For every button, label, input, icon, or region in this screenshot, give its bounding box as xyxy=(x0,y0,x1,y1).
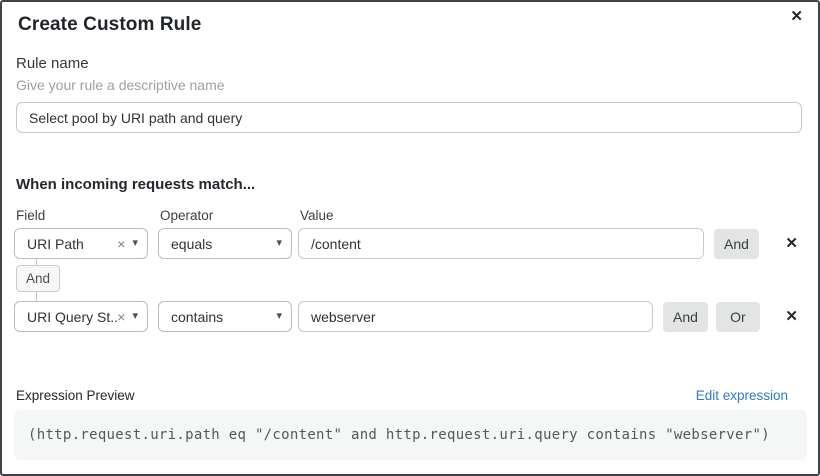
match-section-heading: When incoming requests match... xyxy=(16,176,256,193)
chevron-down-icon: ▾ xyxy=(132,310,138,322)
edit-expression-link[interactable]: Edit expression xyxy=(695,388,788,403)
clear-icon[interactable]: × xyxy=(117,235,126,252)
value-column-label: Value xyxy=(300,208,334,223)
field-select-value: URI Query St... xyxy=(27,308,118,325)
connector-line xyxy=(36,259,37,265)
close-icon[interactable]: ✕ xyxy=(790,8,803,25)
field-select-value: URI Path xyxy=(27,235,84,252)
operator-select-value: contains xyxy=(171,308,224,325)
operator-column-label: Operator xyxy=(160,208,214,223)
rule-name-input[interactable] xyxy=(16,102,802,133)
or-button[interactable]: Or xyxy=(715,301,760,332)
expression-preview-label: Expression Preview xyxy=(16,388,135,403)
operator-select[interactable]: contains ▾ xyxy=(158,301,292,332)
rule-name-section: Rule name Give your rule a descriptive n… xyxy=(16,55,806,133)
operator-select[interactable]: equals ▾ xyxy=(158,228,292,259)
operator-select-value: equals xyxy=(171,235,213,252)
field-select[interactable]: URI Path × ▾ xyxy=(14,228,148,259)
rule-row: URI Query St... × ▾ contains ▾ And Or ✕ xyxy=(14,301,806,332)
chevron-down-icon: ▾ xyxy=(276,310,282,322)
chevron-down-icon: ▾ xyxy=(276,237,282,249)
rule-builder-column-labels: Field Operator Value xyxy=(16,208,806,223)
and-button[interactable]: And xyxy=(714,228,759,259)
rule-name-helper-text: Give your rule a descriptive name xyxy=(16,77,225,93)
and-connector-badge: And xyxy=(16,265,60,292)
page-title: Create Custom Rule xyxy=(18,14,202,35)
value-input[interactable] xyxy=(298,228,704,259)
chevron-down-icon: ▾ xyxy=(132,237,138,249)
field-column-label: Field xyxy=(16,208,46,223)
expression-preview-header: Expression Preview Edit expression xyxy=(16,388,788,403)
rule-name-label: Rule name xyxy=(16,55,89,72)
connector-line xyxy=(36,292,37,301)
expression-code-block: (http.request.uri.path eq "/content" and… xyxy=(14,410,807,460)
field-select[interactable]: URI Query St... × ▾ xyxy=(14,301,148,332)
value-input[interactable] xyxy=(298,301,653,332)
rule-row: URI Path × ▾ equals ▾ And ✕ xyxy=(14,228,806,259)
delete-row-icon[interactable]: ✕ xyxy=(785,235,798,252)
clear-icon[interactable]: × xyxy=(117,308,126,325)
and-button[interactable]: And xyxy=(663,301,708,332)
row-connector: And xyxy=(16,259,806,301)
delete-row-icon[interactable]: ✕ xyxy=(785,308,798,325)
